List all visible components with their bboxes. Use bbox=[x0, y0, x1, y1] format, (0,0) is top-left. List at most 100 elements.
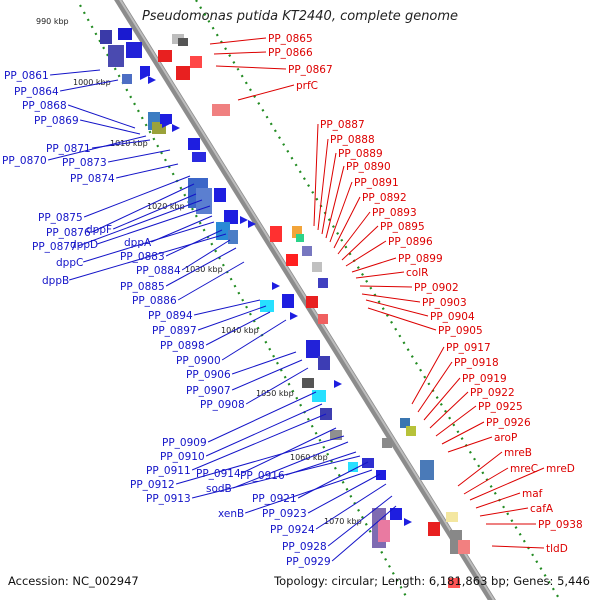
left-leader-line bbox=[50, 69, 101, 76]
right-leader-line bbox=[475, 492, 521, 509]
left-leader-line bbox=[165, 247, 237, 287]
left-gene-label: PP_0864 bbox=[14, 86, 59, 98]
left-gene-label: PP_0884 bbox=[136, 265, 181, 277]
right-leader-line bbox=[423, 377, 461, 421]
right-gene-label: PP_0918 bbox=[454, 357, 499, 369]
left-gene-label: dppB bbox=[42, 275, 69, 287]
right-gene-label: PP_0865 bbox=[268, 33, 313, 45]
gene-feature bbox=[282, 294, 294, 308]
right-leader-line bbox=[355, 271, 405, 279]
gene-feature bbox=[318, 356, 330, 370]
left-gene-label: PP_0868 bbox=[22, 100, 67, 112]
backbone-ring bbox=[114, 0, 496, 600]
gene-feature bbox=[362, 458, 374, 468]
left-leader-line bbox=[231, 359, 303, 391]
genes-label: Genes: bbox=[513, 574, 554, 588]
right-leader-line bbox=[345, 240, 387, 267]
right-leader-line bbox=[215, 65, 287, 70]
left-leader-line bbox=[245, 367, 309, 405]
length-label: Length: bbox=[381, 574, 426, 588]
kbp-tick-label: 1030 kbp bbox=[185, 265, 223, 274]
right-gene-label: mreD bbox=[546, 463, 575, 475]
left-gene-label: PP_0883 bbox=[120, 251, 165, 263]
left-gene-label: PP_0929 bbox=[286, 556, 331, 568]
gene-feature bbox=[178, 38, 188, 46]
left-gene-label: PP_0900 bbox=[176, 355, 221, 367]
left-gene-label: PP_0924 bbox=[270, 524, 315, 536]
gene-feature bbox=[306, 340, 320, 358]
gene-feature bbox=[160, 114, 172, 124]
kbp-tick-label: 1010 kbp bbox=[110, 139, 148, 148]
gene-arrow bbox=[172, 124, 180, 132]
right-leader-line bbox=[365, 299, 429, 317]
left-leader-line bbox=[97, 205, 211, 245]
gene-feature bbox=[228, 230, 238, 244]
accession-value: NC_002947 bbox=[72, 574, 139, 588]
gene-feature bbox=[400, 418, 410, 428]
gene-feature bbox=[296, 234, 304, 242]
right-gene-label: PP_0895 bbox=[380, 221, 425, 233]
gene-feature bbox=[126, 42, 142, 58]
right-leader-line bbox=[457, 451, 503, 487]
right-gene-label: tldD bbox=[546, 543, 568, 555]
gene-feature bbox=[312, 390, 326, 402]
gene-feature bbox=[378, 520, 390, 542]
right-leader-line bbox=[367, 307, 437, 331]
gene-feature bbox=[382, 438, 392, 448]
right-gene-label: PP_0902 bbox=[414, 282, 459, 294]
left-leader-line bbox=[108, 149, 171, 163]
accession-info: Accession: NC_002947 bbox=[8, 574, 139, 588]
gene-feature bbox=[190, 56, 202, 68]
left-gene-label: dppC bbox=[56, 257, 83, 269]
left-leader-line bbox=[205, 403, 323, 457]
right-gene-label: PP_0903 bbox=[422, 297, 467, 309]
kbp-tick-label: 1000 kbp bbox=[73, 78, 111, 87]
right-gene-label: PP_0892 bbox=[362, 192, 407, 204]
right-gene-label: PP_0890 bbox=[346, 161, 391, 173]
left-leader-line bbox=[245, 469, 373, 514]
left-leader-line bbox=[315, 483, 387, 530]
left-gene-label: PP_0873 bbox=[62, 157, 107, 169]
gene-feature bbox=[330, 430, 342, 440]
right-gene-label: PP_0867 bbox=[288, 64, 333, 76]
gene-feature bbox=[192, 152, 206, 162]
right-gene-label: prfC bbox=[296, 80, 318, 92]
right-leader-line bbox=[337, 211, 371, 255]
left-gene-label: PP_0909 bbox=[162, 437, 207, 449]
left-leader-line bbox=[83, 175, 191, 218]
right-leader-line bbox=[417, 361, 453, 413]
left-gene-label: PP_0885 bbox=[120, 281, 165, 293]
right-gene-label: PP_0888 bbox=[330, 134, 375, 146]
right-leader-line bbox=[213, 51, 267, 55]
left-gene-label: PP_0875 bbox=[38, 212, 83, 224]
right-gene-label: cafA bbox=[530, 503, 554, 515]
right-leader-line bbox=[333, 196, 361, 249]
left-gene-label: dppF bbox=[86, 224, 112, 236]
right-leader-line bbox=[447, 436, 493, 453]
left-gene-label: PP_0897 bbox=[152, 325, 197, 337]
gene-feature bbox=[122, 74, 132, 84]
left-leader-line bbox=[67, 104, 136, 129]
kbp-tick-label: 1050 kbp bbox=[256, 389, 294, 398]
left-gene-label: PP_0861 bbox=[4, 70, 49, 82]
right-gene-label: mreB bbox=[504, 447, 532, 459]
left-leader-line bbox=[83, 221, 215, 263]
left-gene-label: PP_0907 bbox=[186, 385, 231, 397]
gene-feature bbox=[188, 138, 200, 150]
right-gene-label: aroP bbox=[494, 432, 517, 444]
length-value: 6,181,863 bp bbox=[428, 574, 506, 588]
left-gene-label: PP_0921 bbox=[252, 493, 297, 505]
gene-arrow bbox=[248, 220, 256, 228]
gene-arrow bbox=[162, 120, 170, 128]
gene-arrow bbox=[140, 72, 148, 80]
gene-feature bbox=[448, 578, 460, 588]
left-leader-line bbox=[193, 299, 261, 316]
right-gene-label: PP_0922 bbox=[470, 387, 515, 399]
gene-feature bbox=[306, 296, 318, 308]
gene-feature bbox=[270, 226, 282, 242]
left-leader-line bbox=[175, 435, 345, 485]
gene-feature bbox=[318, 314, 328, 324]
gene-feature bbox=[302, 378, 314, 388]
